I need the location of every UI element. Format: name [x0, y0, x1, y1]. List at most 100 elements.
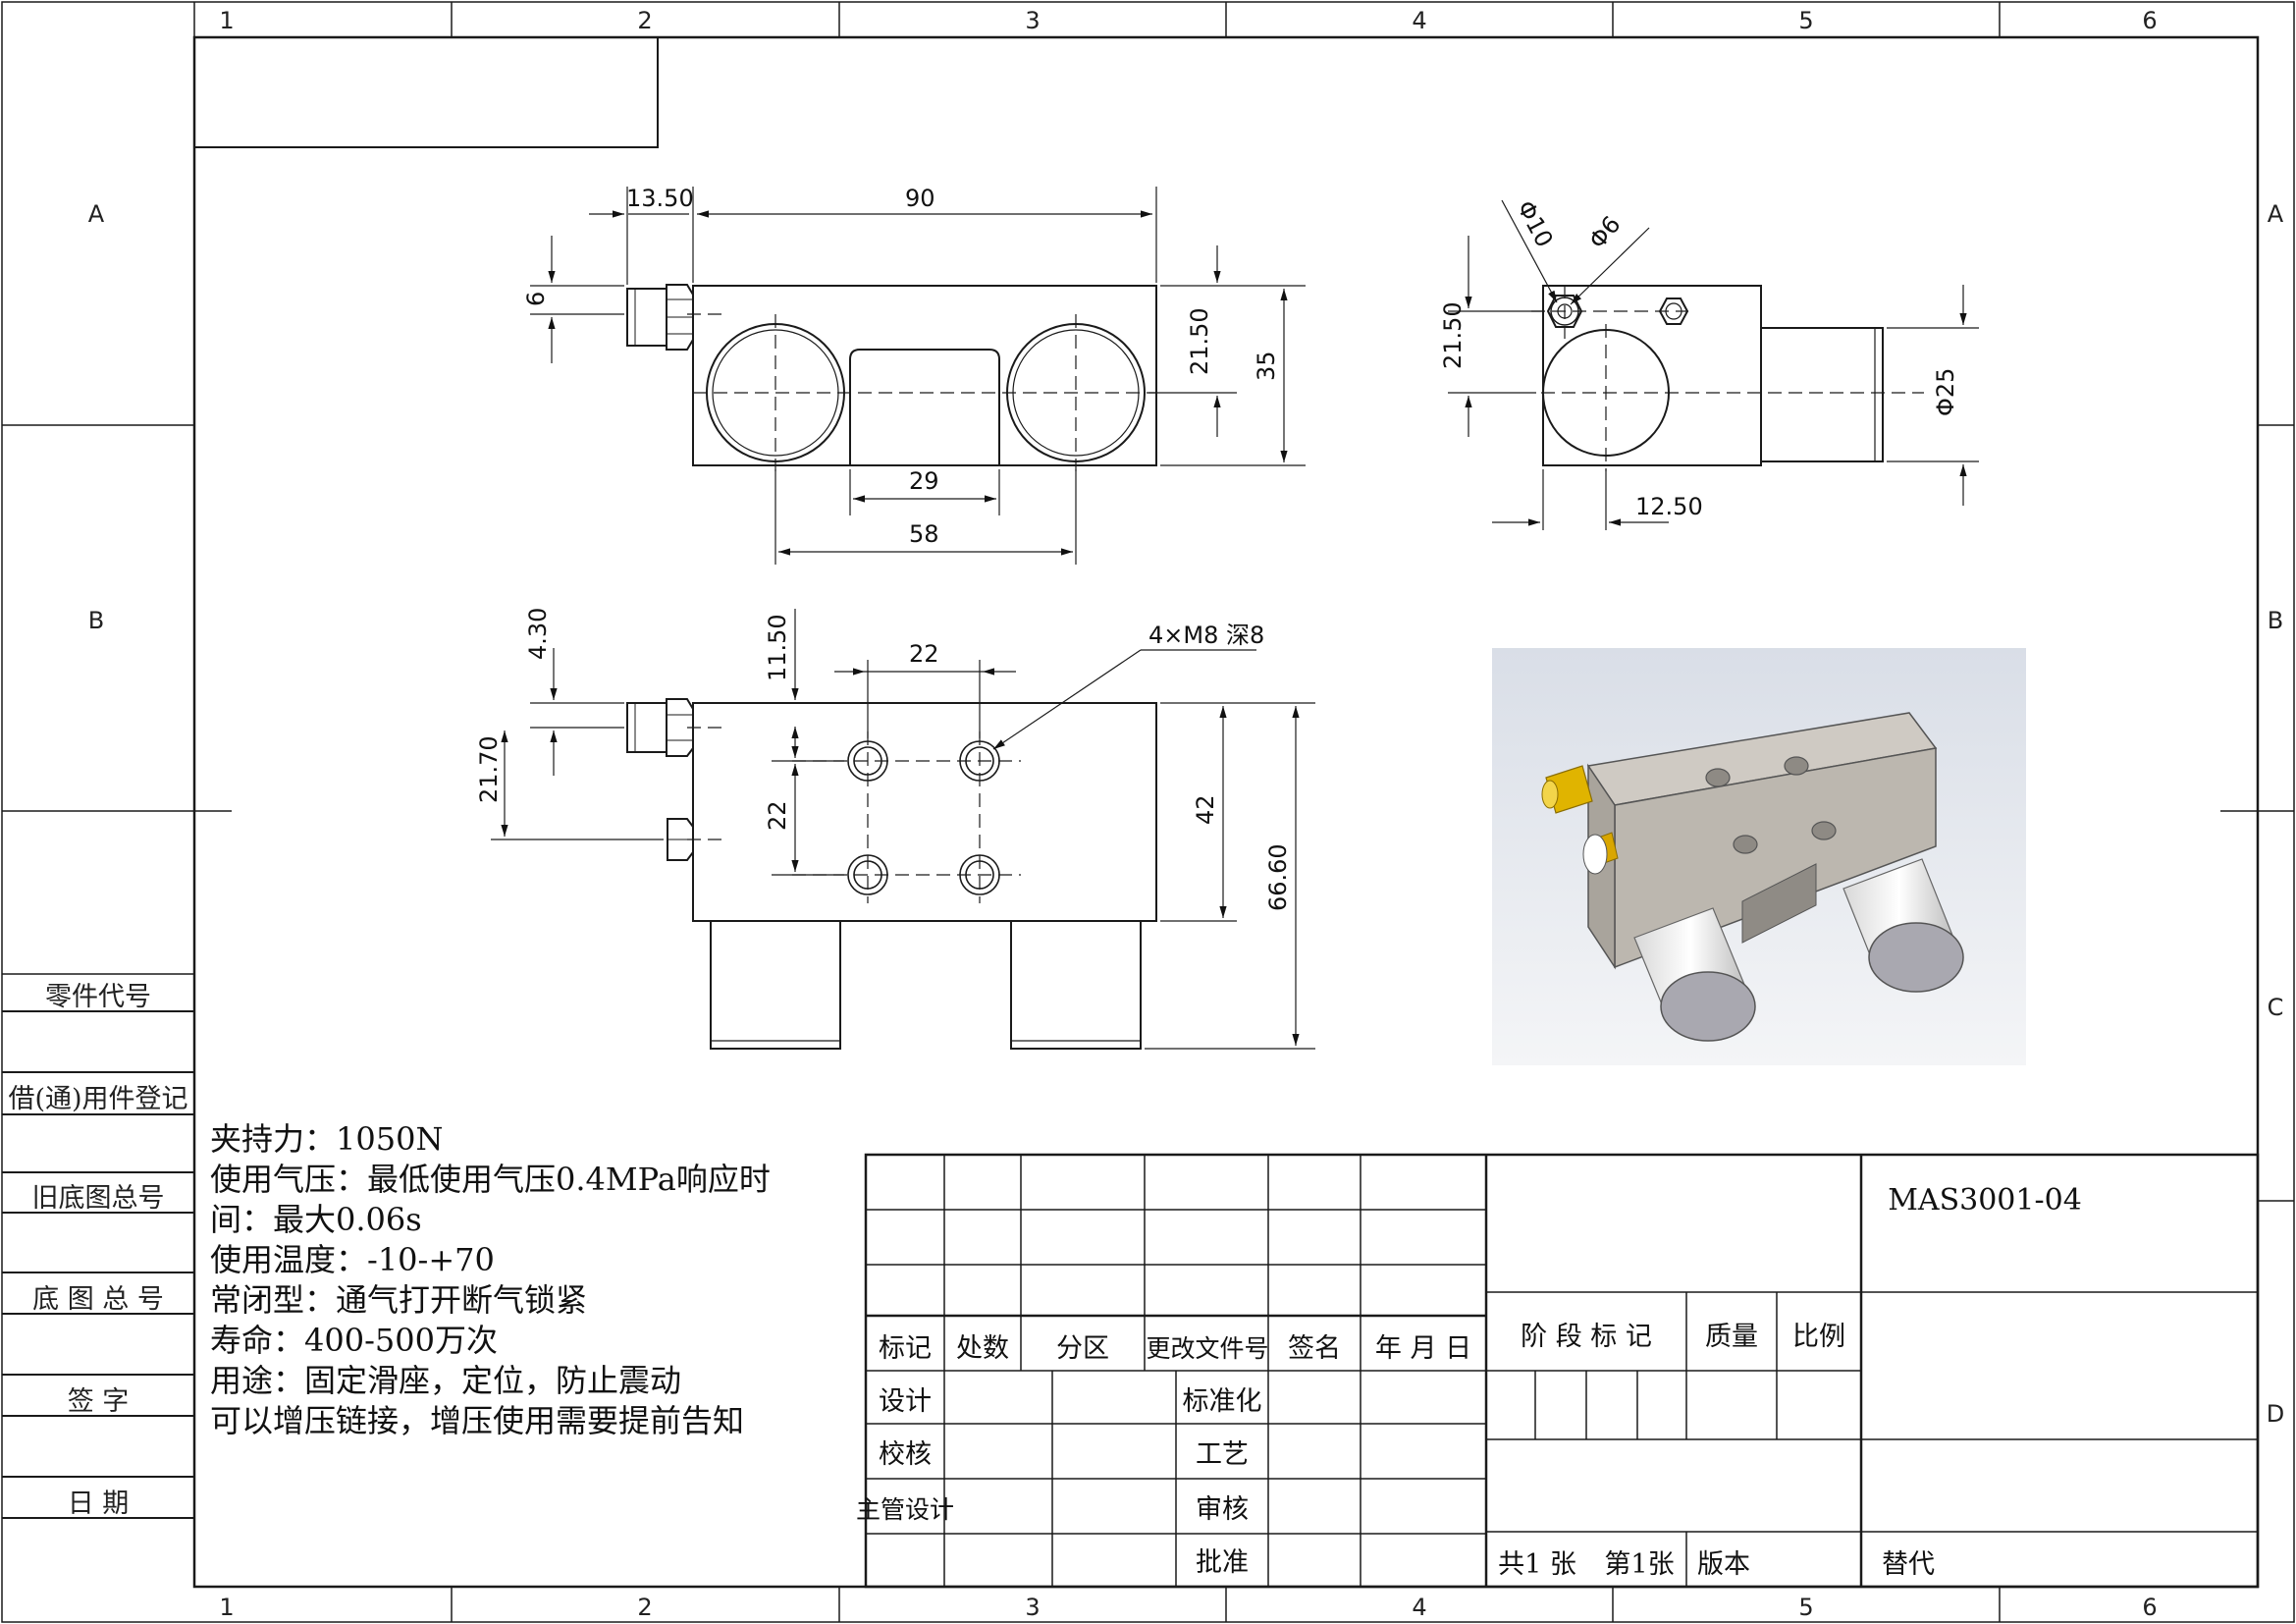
note-usage: 用途：固定滑座，定位，防止震动 [210, 1362, 682, 1399]
zone-col-4-bottom: 4 [1412, 1594, 1426, 1621]
sign-review: 审核 [1196, 1494, 1249, 1525]
top-view [626, 698, 1157, 1050]
zone-row-a-right: A [2268, 200, 2284, 228]
sheet-total: 共1 张 [1498, 1549, 1576, 1580]
dim-22-vertical: 22 [764, 800, 791, 831]
dim-6: 6 [522, 292, 550, 306]
sign-standard: 标准化 [1183, 1386, 1262, 1417]
zone-row-c-right: C [2268, 994, 2284, 1021]
dim-22-horizontal: 22 [909, 640, 939, 668]
side-label-old-drawing-no: 旧底图总号 [32, 1183, 165, 1214]
note-temperature: 使用温度：-10-+70 [210, 1241, 495, 1278]
dim-phi10: Φ10 [1512, 196, 1559, 252]
dim-11-50: 11.50 [764, 614, 791, 681]
zone-labels: 1 2 3 4 5 6 1 2 3 4 5 6 A B A B C D [88, 7, 2284, 1621]
zone-col-3-top: 3 [1025, 7, 1040, 34]
top-fitting-tube [626, 702, 667, 753]
front-dimensions [530, 187, 1306, 565]
thread-callout: 4×M8 深8 [1148, 622, 1264, 649]
top-fitting-nut [666, 698, 694, 757]
side-label-column: 零件代号 借(通)用件登记 旧底图总号 底 图 总 号 签 字 日 期 [8, 982, 187, 1519]
dim-13-50: 13.50 [626, 185, 694, 212]
dim-4-30: 4.30 [524, 608, 552, 660]
side-label-borrowed: 借(通)用件登记 [8, 1084, 187, 1114]
scale-header: 比例 [1792, 1322, 1845, 1352]
side-view [1531, 285, 1924, 471]
zone-col-6-bottom: 6 [2142, 1594, 2157, 1621]
zone-col-2-bottom: 2 [637, 1594, 652, 1621]
front-slot [849, 349, 1000, 465]
zone-col-4-top: 4 [1412, 7, 1426, 34]
top-body [692, 702, 1157, 922]
sign-lead-design: 主管设计 [856, 1495, 954, 1524]
mounting-holes [847, 740, 1000, 895]
rev-header-doc: 更改文件号 [1146, 1334, 1268, 1363]
top-cylinder-left [710, 920, 841, 1050]
top-dimension-labels: 4.30 11.50 22 21.70 22 42 66.60 4×M8 深8 [475, 608, 1292, 911]
stage-mark-header: 阶 段 标 记 [1521, 1322, 1652, 1352]
dim-phi25: Φ25 [1932, 368, 1959, 416]
top-cylinder-right [1010, 920, 1142, 1050]
render-holes [1705, 756, 1837, 854]
zone-col-6-top: 6 [2142, 7, 2157, 34]
side-cylinder-stub [1760, 327, 1884, 462]
render-fitting-yellow [1541, 765, 1593, 814]
front-view [626, 284, 1157, 471]
top-side-plug [667, 818, 694, 861]
rev-header-mark: 标记 [879, 1333, 932, 1364]
side-label-date: 日 期 [68, 1489, 130, 1519]
sign-process: 工艺 [1196, 1439, 1249, 1470]
side-label-part-code: 零件代号 [45, 982, 151, 1012]
zone-col-1-bottom: 1 [219, 1594, 234, 1621]
zone-row-d-right: D [2267, 1400, 2284, 1428]
zone-row-b-right: B [2268, 607, 2283, 634]
render-cylinder-left [1633, 907, 1756, 1042]
note-normally-closed: 常闭型：通气打开断气锁紧 [210, 1281, 588, 1319]
sign-approve: 批准 [1196, 1547, 1249, 1578]
title-block [864, 1153, 2260, 1589]
sheet-number: 第1张 [1604, 1549, 1674, 1580]
zone-col-2-top: 2 [637, 7, 652, 34]
zone-row-a-left: A [88, 200, 105, 228]
zone-row-b-left: B [88, 607, 104, 634]
dim-21-70: 21.70 [475, 735, 503, 803]
rev-header-count: 处数 [956, 1333, 1009, 1364]
dim-58: 58 [909, 520, 939, 548]
isometric-render [1492, 648, 2026, 1065]
dim-21-50-side: 21.50 [1439, 301, 1467, 369]
sign-check: 校核 [879, 1439, 932, 1470]
front-dimension-labels: 13.50 90 6 21.50 35 29 58 [522, 185, 1280, 548]
dim-42: 42 [1192, 794, 1219, 825]
rev-header-zone: 分区 [1056, 1333, 1109, 1364]
sign-design: 设计 [879, 1386, 932, 1417]
technical-notes: 夹持力：1050N 使用气压：最低使用气压0.4MPa响应时 间：最大0.06s… [210, 1119, 858, 1441]
note-response-time: 间：最大0.06s [210, 1201, 422, 1238]
zone-col-1-top: 1 [219, 7, 234, 34]
dim-phi6: Φ6 [1583, 211, 1626, 254]
note-air-pressure: 使用气压：最低使用气压0.4MPa响应时 [210, 1161, 771, 1198]
rev-header-sign: 签名 [1288, 1333, 1341, 1364]
rev-header-date: 年 月 日 [1375, 1333, 1471, 1364]
side-dimension-labels: Φ10 Φ6 21.50 Φ25 12.50 [1439, 196, 1959, 520]
zone-col-5-top: 5 [1798, 7, 1813, 34]
note-clamp-force: 夹持力：1050N [210, 1120, 444, 1158]
front-body [692, 285, 1157, 466]
front-fitting-tube [626, 288, 667, 347]
dim-29: 29 [909, 467, 939, 495]
replace-label: 替代 [1882, 1549, 1935, 1580]
zone-col-3-bottom: 3 [1025, 1594, 1040, 1621]
dim-66-60: 66.60 [1264, 843, 1292, 911]
note-lifetime: 寿命：400-500万次 [210, 1322, 498, 1359]
dim-90: 90 [905, 185, 935, 212]
front-fitting-nut [666, 284, 694, 351]
render-cylinder-right [1842, 858, 1964, 993]
title-block-text: 标记 处数 分区 更改文件号 签名 年 月 日 设计 校核 主管设计 标准化 工… [856, 1183, 2082, 1580]
dim-12-50: 12.50 [1635, 493, 1703, 520]
side-dimensions [1448, 199, 1979, 530]
note-boost: 可以增压链接，增压使用需要提前告知 [210, 1402, 745, 1439]
side-label-signature: 签 字 [68, 1386, 130, 1417]
top-dimensions [491, 609, 1315, 1050]
side-body [1542, 285, 1762, 466]
drawing-number: MAS3001-04 [1888, 1183, 2082, 1218]
